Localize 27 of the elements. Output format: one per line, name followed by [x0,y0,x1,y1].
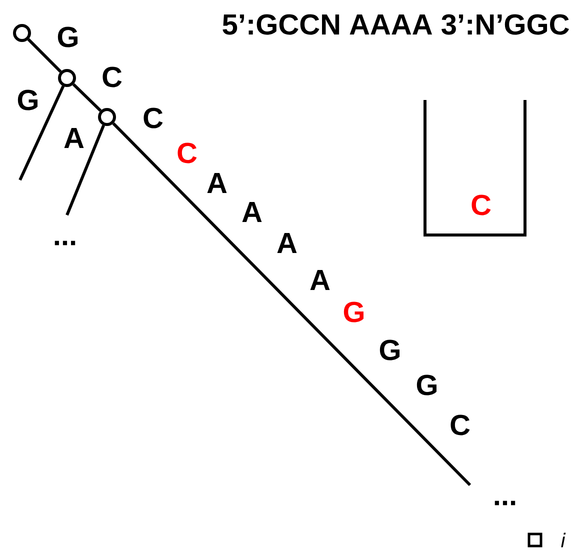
base-letter: A [207,173,227,193]
base-letter: C [178,142,197,164]
tree-branch [18,86,65,181]
sequence-title: 5’:GCCN AAAA 3’:N’GGC [222,14,569,35]
tree-node-circle [98,108,116,126]
base-letter: A [277,233,297,253]
base-letter: C [144,108,163,128]
tree-branch [72,83,102,112]
base-letter: C [102,66,122,88]
base-letter: G [58,26,78,48]
tree-node-circle [58,69,76,87]
base-letter: G [416,374,436,396]
index-label: i [561,532,566,548]
tree-node-circle [13,24,31,42]
base-letter: G [344,302,364,322]
base-letter: A [64,128,84,148]
base-letter: ... [494,500,516,506]
base-letter: G [18,90,38,110]
base-letter: C [450,414,470,436]
tree-branch [66,124,105,216]
base-letter: ... [54,240,76,246]
base-letter: G [380,340,400,360]
base-letter: A [242,202,262,222]
base-letter: A [310,270,330,290]
tree-branch [112,122,472,486]
container-drawing: C [424,100,526,236]
tree-branch [27,38,62,73]
